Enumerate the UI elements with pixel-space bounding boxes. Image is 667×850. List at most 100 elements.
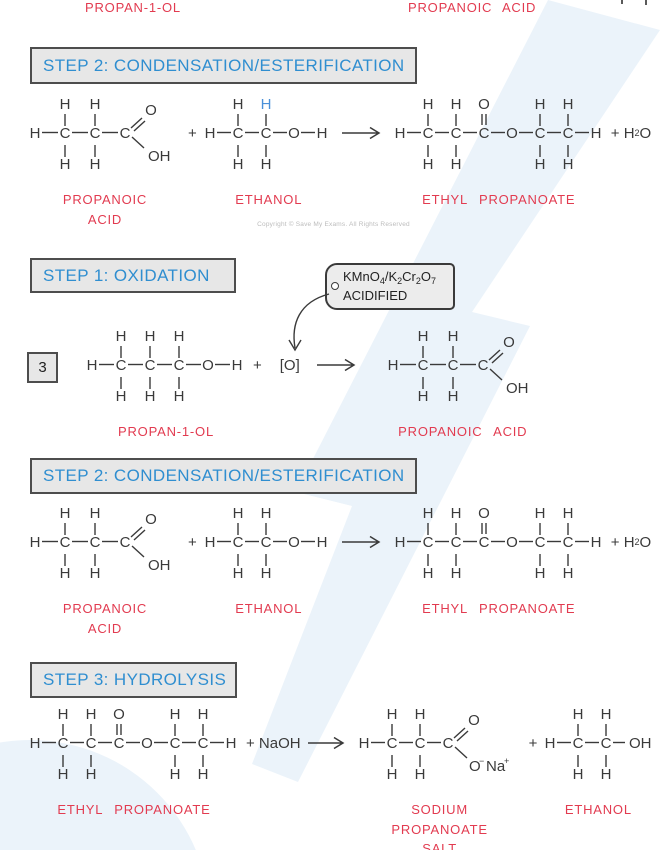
molecule-label: ETHYL PROPANOATE [422, 601, 576, 616]
svg-text:H: H [601, 706, 612, 723]
svg-text:C: C [90, 125, 101, 142]
svg-text:O: O [141, 735, 153, 752]
step-2-header: STEP 2: CONDENSATION/ESTERIFICATION [30, 458, 417, 494]
svg-text:H: H [30, 735, 41, 752]
svg-text:H: H [60, 156, 71, 173]
curved-arrow [288, 293, 330, 352]
svg-text:C: C [174, 357, 185, 374]
svg-text:H: H [232, 96, 243, 113]
svg-text:C: C [478, 125, 489, 142]
svg-text:Na: Na [486, 758, 506, 775]
svg-text:C: C [86, 735, 97, 752]
plus-operator: + [253, 356, 262, 374]
svg-text:C: C [145, 357, 156, 374]
svg-text:H: H [447, 328, 458, 345]
reaction-arrow [338, 91, 390, 175]
svg-text:C: C [422, 125, 433, 142]
svg-text:H: H [174, 388, 185, 405]
svg-text:C: C [260, 125, 271, 142]
svg-text:H: H [316, 534, 327, 551]
svg-text:C: C [120, 534, 131, 551]
svg-text:H: H [204, 534, 215, 551]
svg-text:H: H [386, 766, 397, 783]
svg-text:H: H [573, 766, 584, 783]
step-3-header-label: STEP 3: HYDROLYSIS [43, 670, 227, 689]
svg-text:C: C [232, 125, 243, 142]
svg-text:O: O [145, 102, 157, 119]
reagent-tag: KMnO4/K2Cr2O7 ACIDIFIED [325, 263, 455, 310]
step-2-header-label: STEP 2: CONDENSATION/ESTERIFICATION [43, 466, 405, 485]
svg-text:C: C [116, 357, 127, 374]
question-number: 3 [27, 352, 58, 383]
svg-text:H: H [414, 766, 425, 783]
svg-text:−: − [479, 756, 484, 766]
svg-text:O: O [113, 706, 125, 723]
molecule-label: ETHANOL [564, 802, 632, 817]
svg-text:C: C [447, 357, 458, 374]
svg-text:C: C [120, 125, 131, 142]
svg-text:H: H [86, 766, 97, 783]
svg-text:H: H [174, 328, 185, 345]
svg-text:H: H [60, 505, 71, 522]
svg-text:C: C [573, 735, 584, 752]
svg-text:OH: OH [148, 557, 171, 574]
svg-text:H: H [422, 156, 433, 173]
svg-text:C: C [60, 125, 71, 142]
cutoff-bond-stub [621, 0, 623, 4]
svg-text:C: C [534, 534, 545, 551]
svg-text:C: C [90, 534, 101, 551]
svg-text:H: H [116, 328, 127, 345]
step-1-header-label: STEP 1: OXIDATION [43, 265, 210, 285]
svg-text:H: H [86, 706, 97, 723]
svg-text:H: H [422, 505, 433, 522]
svg-text:H: H [90, 505, 101, 522]
svg-text:OH: OH [506, 380, 529, 397]
svg-text:H: H [562, 96, 573, 113]
svg-text:H: H [260, 156, 271, 173]
svg-text:H: H [394, 125, 405, 142]
svg-text:H: H [58, 706, 69, 723]
svg-text:O: O [202, 357, 214, 374]
svg-text:H: H [573, 706, 584, 723]
svg-text:O: O [506, 534, 518, 551]
svg-text:O: O [503, 334, 515, 351]
cutoff-bond-stub [645, 0, 647, 5]
svg-text:C: C [450, 125, 461, 142]
svg-text:H: H [90, 156, 101, 173]
svg-text:H: H [60, 565, 71, 582]
naoh-reagent: + NaOH [246, 734, 301, 752]
svg-text:OH: OH [629, 735, 652, 752]
svg-text:H: H [198, 706, 209, 723]
svg-text:C: C [260, 534, 271, 551]
svg-text:H: H [30, 125, 41, 142]
svg-text:H: H [601, 766, 612, 783]
svg-text:H: H [87, 357, 98, 374]
svg-text:H: H [447, 388, 458, 405]
reagent-condition: ACIDIFIED [343, 288, 408, 304]
svg-text:C: C [562, 125, 573, 142]
svg-text:H: H [590, 534, 601, 551]
svg-text:O: O [468, 712, 480, 729]
svg-text:C: C [414, 735, 425, 752]
svg-text:H: H [260, 565, 271, 582]
svg-text:H: H [198, 766, 209, 783]
svg-text:C: C [442, 735, 453, 752]
svg-text:C: C [232, 534, 243, 551]
